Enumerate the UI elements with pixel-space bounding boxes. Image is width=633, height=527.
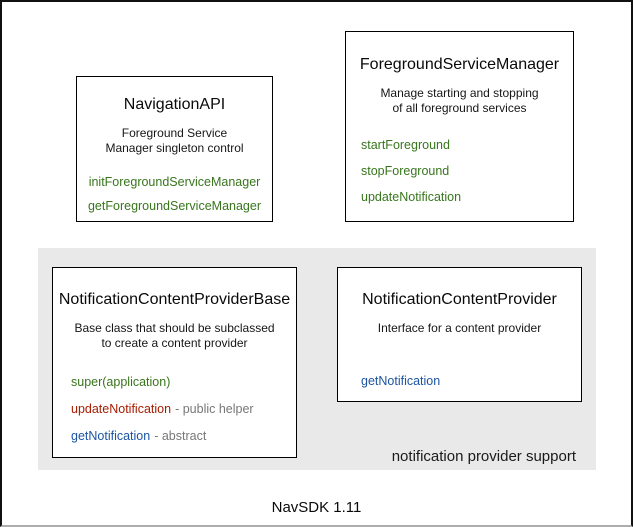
class-description: Base class that should be subclassed to … [53,321,296,351]
method-list: initForegroundServiceManager getForegrou… [77,175,272,214]
class-box-navigation-api: NavigationAPI Foreground Service Manager… [76,76,273,222]
method-update-notification: updateNotification- public helper [71,402,296,417]
diagram-caption: NavSDK 1.11 [271,499,362,516]
description-line: Foreground Service [121,126,228,140]
notification-provider-group: NotificationContentProviderBase Base cla… [38,248,596,470]
method-annotation: - public helper [175,402,254,416]
method-annotation: - abstract [154,429,207,443]
class-box-notification-content-provider: NotificationContentProvider Interface fo… [337,267,582,402]
method-name: getNotification [71,429,151,443]
method-get-notification: getNotification- abstract [71,429,296,444]
class-description: Foreground Service Manager singleton con… [77,126,272,156]
class-title: NotificationContentProvider [362,291,557,308]
description-line: Manage starting and stopping [380,86,539,100]
method-stop-foreground: stopForeground [361,164,450,178]
method-list: super(application) updateNotification- p… [53,375,296,444]
class-title: ForegroundServiceManager [359,56,560,73]
class-description: Manage starting and stopping of all fore… [346,86,573,116]
class-title: NotificationContentProviderBase [58,291,291,308]
class-box-foreground-service-manager: ForegroundServiceManager Manage starting… [345,31,574,222]
method-start-foreground: startForeground [361,138,450,152]
description-line: Interface for a content provider [377,321,542,335]
method-init-foreground-service-manager: initForegroundServiceManager [88,175,261,189]
method-super-application: super(application) [71,375,171,389]
method-list: getNotification [338,374,581,389]
method-get-foreground-service-manager: getForegroundServiceManager [87,199,262,213]
method-get-notification: getNotification [361,374,441,388]
description-line: of all foreground services [392,101,527,115]
group-caption: notification provider support [391,448,576,465]
class-box-notification-content-provider-base: NotificationContentProviderBase Base cla… [52,267,297,458]
description-line: Base class that should be subclassed [74,321,275,335]
description-line: to create a content provider [101,336,248,350]
class-title: NavigationAPI [123,96,226,113]
class-description: Interface for a content provider [338,321,581,336]
method-update-notification: updateNotification [361,190,462,204]
description-line: Manager singleton control [105,141,244,155]
method-list: startForeground stopForeground updateNot… [346,138,573,205]
method-name: updateNotification [71,402,172,416]
